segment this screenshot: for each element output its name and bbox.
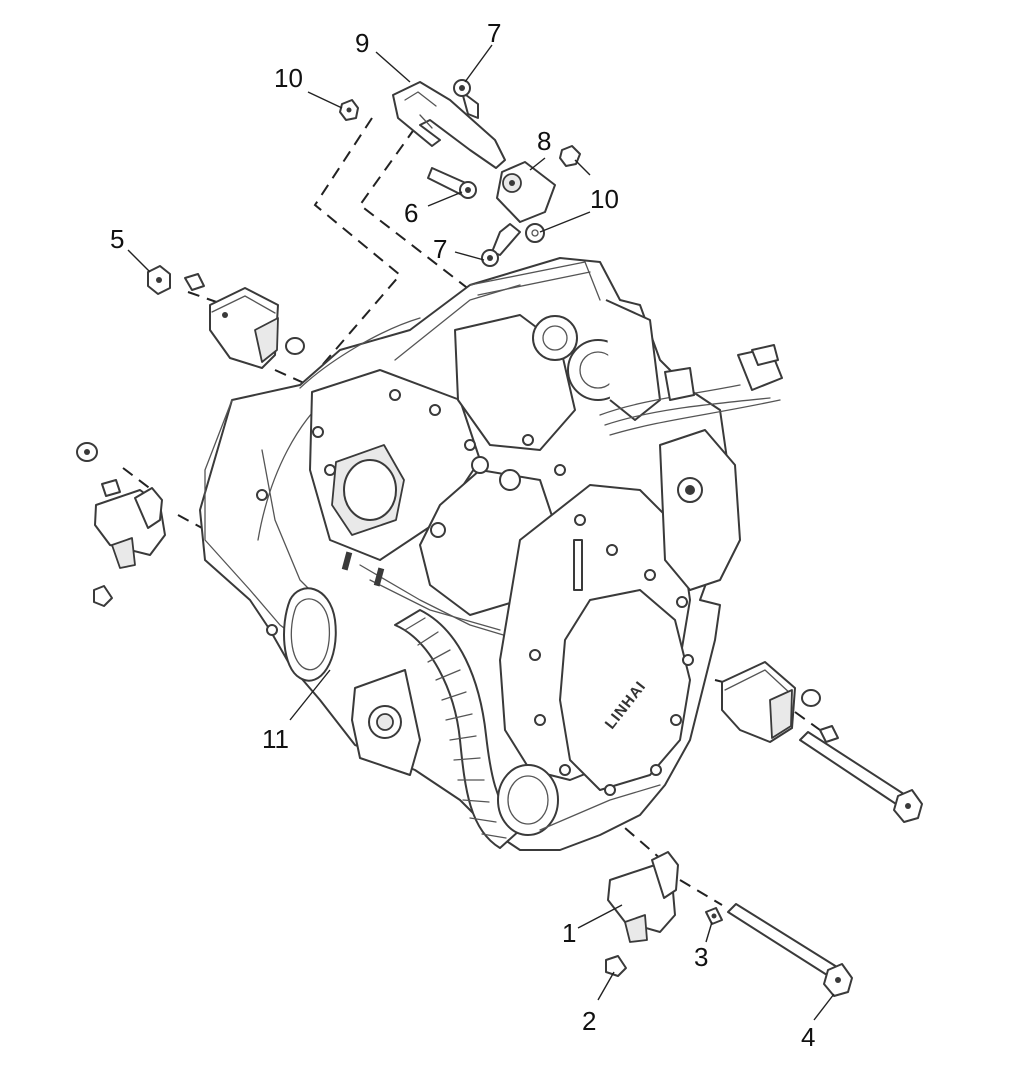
- right-rubber-mount: [721, 661, 839, 743]
- long-bolt-part-4: [727, 903, 853, 997]
- bracket-spacer-block: [496, 161, 556, 223]
- upper-mount-bracket: [392, 81, 506, 169]
- washer-part-10-right: [525, 223, 545, 243]
- long-bolt-upper: [799, 731, 923, 823]
- bolt-part-7-lower: [481, 223, 521, 267]
- callout-3: 3: [694, 942, 708, 972]
- bolt-part-7-upper: [453, 79, 479, 119]
- nut-part-2: [605, 955, 627, 977]
- nut-part-10-top: [559, 145, 581, 167]
- callout-2: 2: [582, 1006, 596, 1036]
- left-engine-mount: [76, 442, 166, 607]
- engine-assembly: LINHAI: [199, 257, 783, 851]
- callout-7-bottom: 7: [433, 234, 447, 264]
- callout-9: 9: [355, 28, 369, 58]
- callout-4: 4: [801, 1022, 815, 1052]
- callout-1: 1: [562, 918, 576, 948]
- callout-labels: 9 7 10 8 10 6 7 5 11 1 2 3 4: [110, 18, 815, 1052]
- nut-part-5: [147, 265, 171, 295]
- bolt-part-6: [427, 167, 477, 199]
- lower-engine-mount-part-1: [607, 851, 679, 943]
- callout-8: 8: [537, 126, 551, 156]
- callout-10-left: 10: [274, 63, 303, 93]
- callout-6: 6: [404, 198, 418, 228]
- callout-10-right: 10: [590, 184, 619, 214]
- callout-7-top: 7: [487, 18, 501, 48]
- callout-leader-lines: [127, 44, 835, 1021]
- callout-11: 11: [262, 724, 289, 754]
- callout-5: 5: [110, 224, 124, 254]
- nut-part-10-left: [339, 99, 359, 121]
- bolt-part-3: [705, 907, 723, 925]
- upper-left-rubber-mount: [184, 273, 305, 369]
